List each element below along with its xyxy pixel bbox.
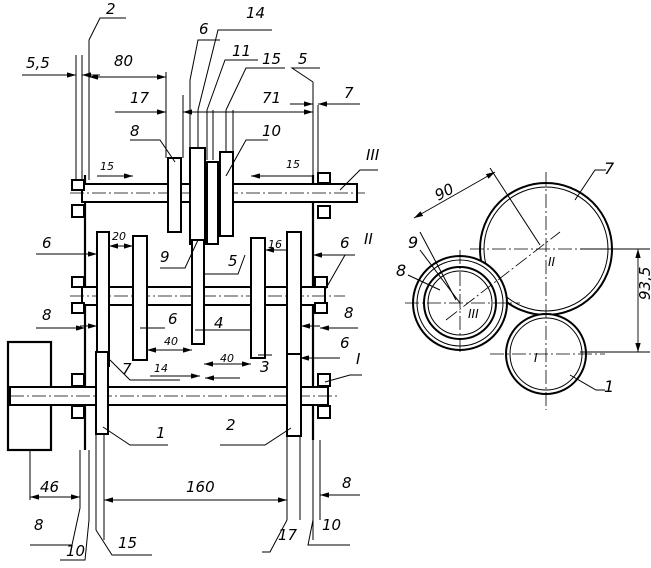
dim-160: 160 — [186, 478, 215, 496]
side-view: III II I 5,5 80 17 71 7 2 6 14 11 15 5 8… — [6, 0, 380, 561]
dim-8-bottom-left: 8 — [34, 516, 44, 534]
dim-20: 20 — [112, 230, 126, 243]
gear-label-6: 6 — [168, 310, 178, 328]
gear-II-c — [191, 239, 205, 345]
bearing — [71, 405, 85, 419]
bearing — [71, 373, 85, 387]
dim-15-left: 15 — [100, 160, 114, 173]
dim-93-5: 93,5 — [636, 267, 651, 300]
dim-15-bottom: 15 — [118, 534, 137, 552]
gear-II-a — [96, 231, 110, 367]
dim-7: 7 — [344, 84, 354, 102]
gear-1 — [95, 351, 109, 435]
bearing — [71, 276, 85, 288]
gear-II-b — [132, 235, 148, 361]
gear-9-label: 9 — [408, 233, 418, 252]
dim-10-bottom-left: 10 — [66, 542, 85, 560]
axis-II-label: II — [548, 255, 556, 269]
gear-label-7: 7 — [122, 360, 132, 378]
leader-6: 6 — [199, 20, 209, 38]
bearing — [314, 302, 328, 314]
dim-5-5: 5,5 — [26, 54, 50, 72]
dim-40-b: 40 — [220, 352, 234, 365]
leader-11: 11 — [232, 42, 251, 60]
gear-14 — [189, 147, 206, 245]
end-view: 90 93,5 7 9 8 1 II III I — [396, 159, 651, 410]
dim-17-bottom: 17 — [278, 526, 298, 544]
axis-I-label: I — [534, 351, 538, 365]
gear-7-label: 7 — [604, 159, 615, 178]
dim-8-bottom-right: 8 — [342, 474, 352, 492]
dim-10-bottom-right: 10 — [322, 516, 341, 534]
gear-11 — [206, 161, 219, 245]
dim-8-left: 8 — [42, 306, 52, 324]
gear-II-e — [286, 231, 302, 369]
leader-5: 5 — [298, 50, 308, 68]
gear-10 — [219, 151, 234, 237]
bearing — [71, 302, 85, 314]
dim-14: 14 — [154, 362, 168, 375]
dim-15-right: 15 — [286, 158, 300, 171]
dim-90: 90 — [432, 180, 457, 205]
dim-16: 16 — [268, 238, 282, 251]
gear-label-9: 9 — [160, 248, 170, 266]
gear-II-d — [250, 237, 266, 359]
dim-6-left: 6 — [42, 234, 52, 252]
gear-label-2: 2 — [226, 416, 236, 434]
bearing — [71, 204, 85, 218]
dim-71: 71 — [262, 89, 281, 107]
bearing — [71, 179, 85, 191]
gear-label-3: 3 — [260, 358, 270, 376]
shaft-I-label: I — [356, 350, 361, 368]
dim-46: 46 — [40, 478, 59, 496]
leader-2: 2 — [106, 0, 116, 18]
gear-label-8: 8 — [130, 122, 140, 140]
gear-8 — [167, 157, 182, 233]
axis-III-label: III — [468, 307, 479, 321]
dim-6-right: 6 — [340, 234, 350, 252]
dim-80: 80 — [114, 52, 133, 70]
shaft-II-label: II — [364, 230, 373, 248]
bearing — [317, 405, 331, 419]
dim-40-a: 40 — [164, 335, 178, 348]
gear-2 — [286, 353, 302, 437]
gear-8-label: 8 — [396, 261, 406, 280]
bearing — [317, 373, 331, 387]
bearing — [317, 205, 331, 219]
leader-14: 14 — [246, 4, 265, 22]
gear-label-5: 5 — [228, 252, 238, 270]
shaft-III-label: III — [366, 146, 380, 164]
leader-15: 15 — [262, 50, 281, 68]
bearing — [317, 172, 331, 184]
dim-6-right-b: 6 — [340, 334, 350, 352]
dim-17: 17 — [130, 89, 150, 107]
gear-label-1: 1 — [156, 424, 166, 442]
gear-label-4: 4 — [214, 314, 224, 332]
bearing — [314, 276, 328, 288]
gear-1-label: 1 — [604, 377, 614, 396]
dim-8-right: 8 — [344, 304, 354, 322]
gear-label-10: 10 — [262, 122, 281, 140]
